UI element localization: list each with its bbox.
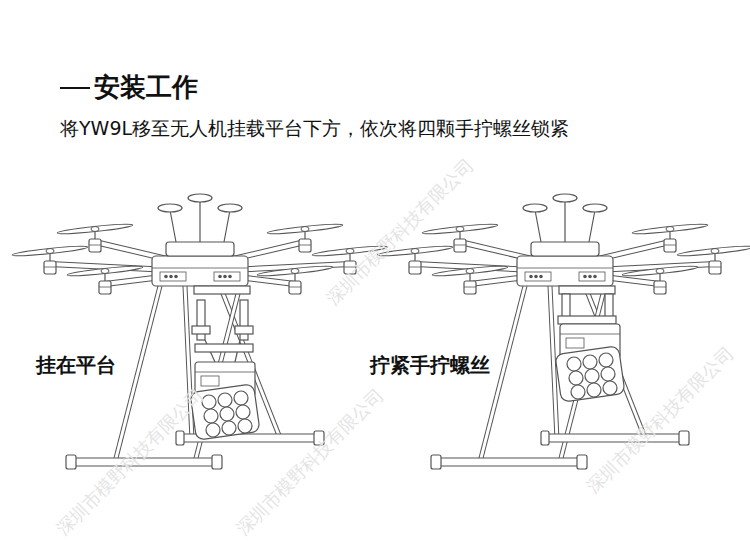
section-title: 安装工作 — [94, 70, 198, 105]
step-caption: 拧紧手拧螺丝 — [368, 352, 492, 379]
instruction-text: 将YW9L移至无人机挂载平台下方，依次将四颗手拧螺丝锁紧 — [60, 116, 569, 142]
step-caption: 挂在平台 — [34, 352, 118, 379]
